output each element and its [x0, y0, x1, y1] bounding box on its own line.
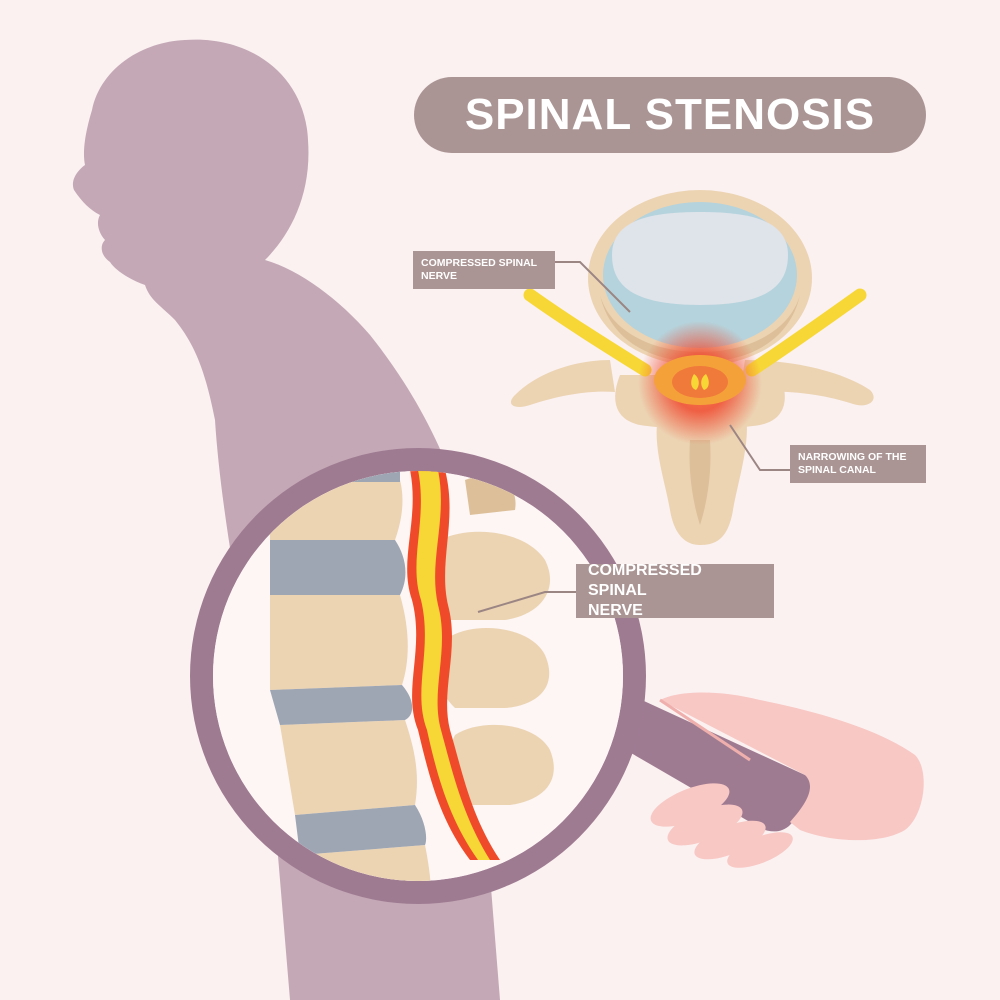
- callout-compressed-nerve-top: COMPRESSED SPINAL NERVE: [413, 251, 555, 289]
- leader-line-zoom: [477, 591, 578, 613]
- leader-line-top: [553, 261, 631, 313]
- magnifier-handle: [600, 690, 813, 832]
- callout-top-line1: COMPRESSED SPINAL: [421, 256, 538, 269]
- spinal-cord-center: [691, 374, 709, 390]
- callout-compressed-nerve-zoom: COMPRESSED SPINAL NERVE: [576, 562, 774, 619]
- disc-nucleus: [612, 212, 788, 305]
- vertebral-body-2: [270, 595, 408, 690]
- callout-top-line2: NERVE: [421, 270, 457, 282]
- spinal-nerve-zoom: [416, 471, 490, 860]
- disc-3: [295, 805, 427, 855]
- facet-2: [438, 628, 550, 708]
- callout-zoom-line1: COMPRESSED SPINAL: [588, 562, 702, 599]
- facet-3: [448, 724, 554, 805]
- hand: [650, 692, 924, 868]
- title-banner: SPINAL STENOSIS: [414, 77, 926, 153]
- nerve-root-right: [745, 288, 867, 377]
- disc-1: [270, 540, 406, 595]
- nerve-root-left: [523, 288, 652, 377]
- callout-right-line1: NARROWING OF THE: [798, 450, 907, 463]
- page-title: SPINAL STENOSIS: [464, 90, 876, 139]
- callout-narrowing-canal: NARROWING OF THE SPINAL CANAL: [790, 445, 926, 483]
- transverse-process-right: [740, 360, 874, 406]
- zoomed-spine: [213, 471, 623, 881]
- callout-right-line2: SPINAL CANAL: [798, 464, 876, 476]
- vertebra-cross-section: [510, 190, 874, 545]
- callout-zoom-line2: NERVE: [588, 602, 643, 619]
- transverse-process-left: [510, 360, 615, 407]
- disc-2: [270, 685, 413, 725]
- vertebral-body-3: [280, 720, 417, 815]
- leader-line-right: [729, 424, 792, 471]
- facet-1: [433, 531, 551, 620]
